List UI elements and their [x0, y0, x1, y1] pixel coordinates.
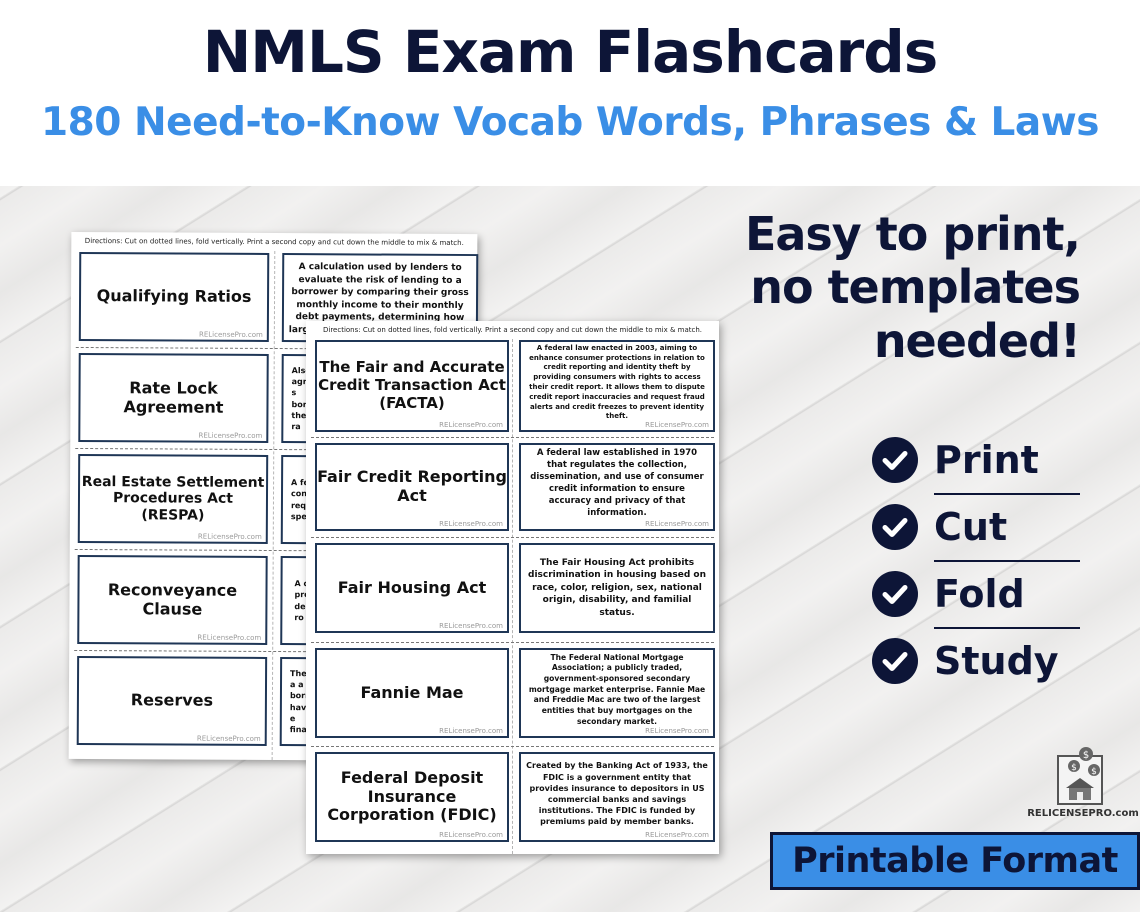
watermark: RELicensePro.com — [197, 633, 262, 642]
check-circle-icon — [872, 504, 918, 550]
checklist-label: Fold — [934, 572, 1025, 616]
term-text: Federal Deposit Insurance Corporation (F… — [327, 767, 497, 825]
definition-text: A federal law enacted in 2003, aiming to… — [529, 343, 705, 421]
flashcard-term: Reconveyance Clause RELicensePro.com — [77, 554, 268, 645]
term-text: Real Estate Settlement Procedures Act (R… — [81, 473, 265, 524]
watermark: RELicensePro.com — [196, 734, 261, 743]
tagline-line: no templates — [750, 260, 1081, 315]
flashcard-definition: A federal law enacted in 2003, aiming to… — [519, 340, 715, 432]
flashcard-term: Rate Lock Agreement RELicensePro.com — [78, 352, 269, 443]
watermark: RELicensePro.com — [439, 520, 503, 528]
front-flashcard-sheet: Directions: Cut on dotted lines, fold ve… — [306, 321, 719, 854]
cut-line — [311, 746, 714, 747]
definition-text: A federal law established in 1970 that r… — [530, 448, 704, 518]
cut-line — [311, 537, 714, 538]
flashcard-row: Fannie Mae RELicensePro.com The Federal … — [311, 642, 715, 738]
check-circle-icon — [872, 571, 918, 617]
checklist-item-cut: Cut — [872, 504, 1092, 562]
term-text: Fair Housing Act — [337, 577, 487, 597]
svg-text:$: $ — [1083, 750, 1089, 761]
checklist-label: Study — [934, 639, 1059, 683]
check-circle-icon — [872, 638, 918, 684]
checklist-item-study: Study — [872, 638, 1092, 690]
watermark: RELicensePro.com — [645, 520, 709, 528]
term-text: Qualifying Ratios — [96, 286, 252, 306]
page-subtitle: 180 Need-to-Know Vocab Words, Phrases & … — [41, 100, 1099, 145]
checklist-label: Cut — [934, 505, 1008, 549]
flashcard-row: Federal Deposit Insurance Corporation (F… — [311, 746, 715, 842]
flashcard-row: Fair Housing Act RELicensePro.com The Fa… — [311, 537, 715, 633]
definition-text: The Fair Housing Act prohibits discrimin… — [528, 557, 706, 618]
term-text: Reserves — [130, 690, 214, 710]
flashcard-term: Fannie Mae RELicensePro.com — [315, 648, 509, 738]
fold-line — [512, 339, 513, 854]
term-text: Fair Credit Reporting Act — [317, 467, 507, 505]
tagline-line: Easy to print, — [744, 207, 1081, 261]
flashcard-definition: Created by the Banking Act of 1933, the … — [519, 752, 715, 842]
flashcard-definition: The Federal National Mortgage Associatio… — [519, 648, 715, 738]
checklist-item-print: Print — [872, 437, 1092, 495]
printable-format-badge: Printable Format — [770, 832, 1140, 890]
term-text: Reconveyance Clause — [107, 579, 238, 619]
flashcard-row: The Fair and Accurate Credit Transaction… — [311, 340, 715, 432]
flashcard-term: Federal Deposit Insurance Corporation (F… — [315, 752, 509, 842]
watermark: RELicensePro.com — [645, 831, 709, 839]
term-text: Fannie Mae — [360, 682, 464, 702]
flashcard-term: The Fair and Accurate Credit Transaction… — [315, 340, 509, 432]
watermark: RELicensePro.com — [198, 330, 263, 339]
watermark: RELicensePro.com — [439, 622, 503, 630]
watermark: RELicensePro.com — [439, 727, 503, 735]
flashcard-term: Reserves RELicensePro.com — [76, 655, 268, 746]
watermark: RELicensePro.com — [645, 727, 709, 735]
checklist-label: Print — [934, 438, 1039, 482]
definition-text: The Federal National Mortgage Associatio… — [528, 652, 706, 726]
flashcard-definition: The Fair Housing Act prohibits discrimin… — [519, 543, 715, 633]
watermark: RELicensePro.com — [439, 831, 503, 839]
flashcard-term: Real Estate Settlement Procedures Act (R… — [77, 453, 269, 544]
svg-text:$: $ — [1091, 767, 1097, 777]
watermark: RELicensePro.com — [197, 532, 262, 541]
tagline-line: needed! — [873, 313, 1081, 368]
sheet-directions: Directions: Cut on dotted lines, fold ve… — [84, 237, 464, 247]
logo-text: RELICENSEPRO.com — [1027, 808, 1139, 819]
flashcard-row: Fair Credit Reporting Act RELicensePro.c… — [311, 437, 715, 531]
sheet-directions: Directions: Cut on dotted lines, fold ve… — [322, 326, 703, 334]
flashcard-definition: A federal law established in 1970 that r… — [519, 443, 715, 531]
term-text: Rate Lock Agreement — [123, 377, 224, 417]
page-title: NMLS Exam Flashcards — [202, 18, 939, 86]
definition-text: Created by the Banking Act of 1933, the … — [526, 761, 708, 827]
watermark: RELicensePro.com — [645, 421, 709, 429]
header-banner: NMLS Exam Flashcards 180 Need-to-Know Vo… — [0, 0, 1140, 186]
checklist-item-fold: Fold — [872, 571, 1092, 629]
svg-text:$: $ — [1071, 763, 1077, 773]
flashcard-term: Fair Credit Reporting Act RELicensePro.c… — [315, 443, 509, 531]
cut-line — [311, 437, 714, 438]
tagline: Easy to print, no templates needed! — [680, 207, 1081, 368]
check-circle-icon — [872, 437, 918, 483]
flashcard-term: Qualifying Ratios RELicensePro.com — [78, 251, 270, 342]
watermark: RELicensePro.com — [198, 431, 263, 440]
cut-line — [311, 642, 714, 643]
term-text: The Fair and Accurate Credit Transaction… — [318, 358, 506, 412]
divider — [934, 493, 1080, 495]
flashcard-term: Fair Housing Act RELicensePro.com — [315, 543, 509, 633]
divider — [934, 627, 1080, 629]
watermark: RELicensePro.com — [439, 421, 503, 429]
house-money-logo-icon: $ $ $ — [1020, 742, 1140, 826]
divider — [934, 560, 1080, 562]
